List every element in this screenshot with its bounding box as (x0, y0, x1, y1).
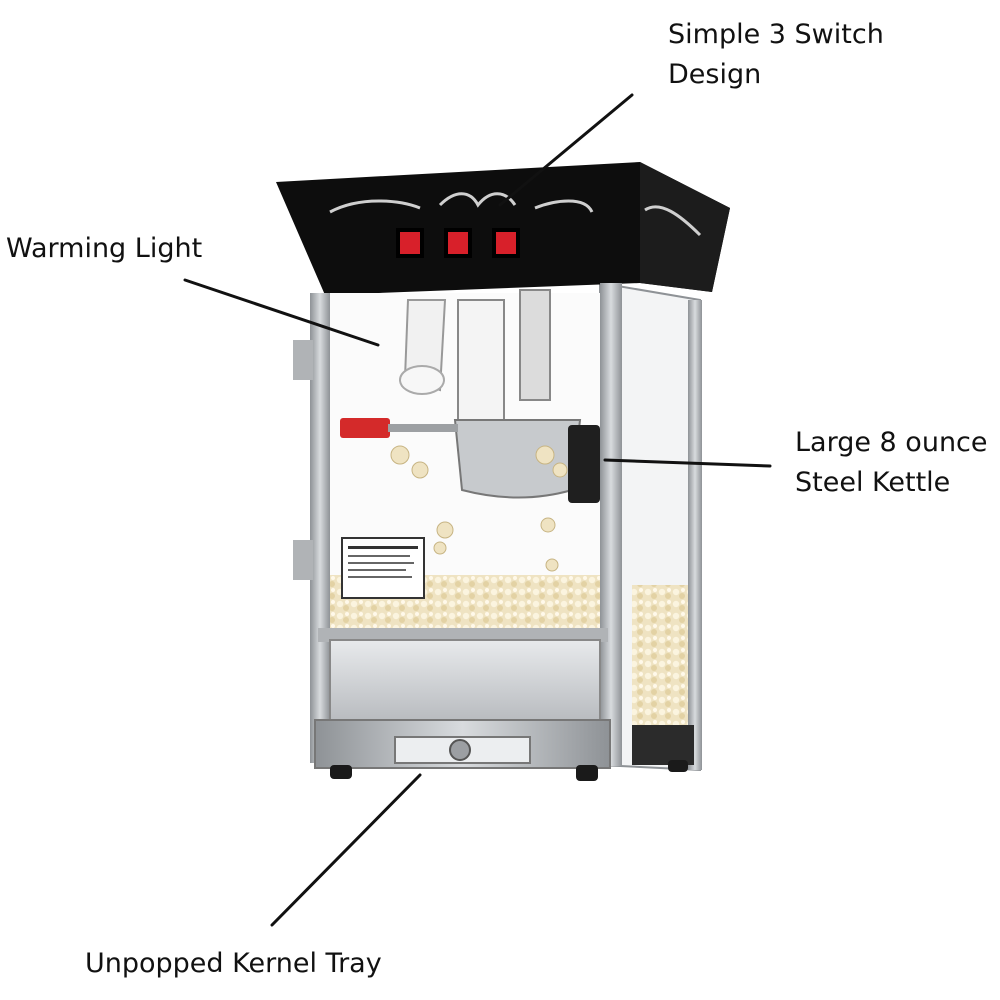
cabinet-base (314, 628, 688, 781)
callout-kernel-tray: Unpopped Kernel Tray (85, 944, 382, 984)
pointer-kernel-tray (270, 773, 422, 927)
switch-1 (396, 228, 424, 258)
callout-switches-line1: Simple 3 Switch (668, 19, 884, 50)
pointer-warming-light (183, 278, 380, 347)
popcorn-kernels (390, 445, 568, 572)
callout-kernel-tray-text: Unpopped Kernel Tray (85, 948, 382, 979)
switch-2 (444, 228, 472, 258)
callout-warming-light-text: Warming Light (6, 233, 203, 264)
switch-3 (492, 228, 520, 258)
instruction-label (341, 537, 425, 599)
callout-pointers (183, 93, 772, 927)
switch-panel (396, 228, 520, 258)
callout-kettle-line2: Steel Kettle (795, 467, 951, 498)
callout-kettle-line1: Large 8 ounce (795, 427, 988, 458)
callout-switches-line2: Design (668, 59, 762, 90)
kernel-tray-knob (449, 739, 471, 761)
callout-kettle: Large 8 ounce Steel Kettle (795, 423, 988, 503)
callout-switches: Simple 3 Switch Design (668, 15, 884, 95)
warming-light-fixture (399, 299, 447, 395)
cabinet-side (599, 281, 702, 772)
callout-warming-light: Warming Light (6, 229, 202, 269)
pointer-kettle (603, 458, 772, 468)
kettle-assembly (340, 289, 600, 503)
pointer-switches (498, 93, 634, 207)
